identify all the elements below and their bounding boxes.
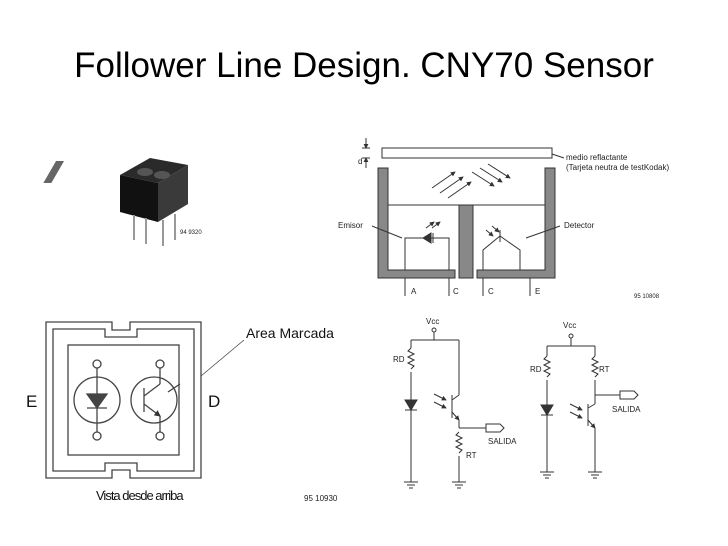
reflective-medium-label: medio reflactante — [566, 153, 628, 162]
right-pin-label: D — [208, 392, 220, 411]
circuit-a-vcc: Vcc — [426, 317, 439, 326]
circuit-a-rt: RT — [466, 451, 477, 460]
pin-label-c1: C — [453, 287, 459, 296]
photo-part-number: 94 9320 — [180, 230, 202, 236]
circuit-b-vcc: Vcc — [563, 321, 576, 330]
circuit-a — [404, 327, 505, 489]
left-pin-label: E — [26, 392, 37, 411]
circuit-b-rd: RD — [530, 365, 542, 374]
pin-label-e: E — [535, 287, 540, 296]
top-view-caption: Vista desde arriba — [96, 488, 184, 503]
emitter-label: Emisor — [338, 221, 363, 230]
top-view-diagram — [45, 321, 245, 479]
pin-label-a: A — [411, 287, 417, 296]
circuit-a-rd: RD — [393, 355, 405, 364]
slide-title: Follower Line Design. CNY70 Sensor — [74, 46, 654, 85]
detector-label: Detector — [564, 221, 595, 230]
circuit-b-rt: RT — [599, 365, 610, 374]
distance-label: d — [358, 157, 362, 166]
cross-section-diagram — [362, 138, 565, 296]
cross-section-figure-number: 95 10808 — [634, 294, 660, 300]
top-view-figure-number: 95 10930 — [304, 494, 338, 503]
reflective-medium-note: (Tarjeta neutra de testKodak) — [566, 163, 670, 172]
pin-label-c2: C — [488, 287, 494, 296]
circuit-b-output: SALIDA — [612, 405, 641, 414]
marked-area-label: Area Marcada — [246, 325, 334, 341]
sensor-photo — [43, 158, 188, 246]
circuit-a-output: SALIDA — [488, 437, 517, 446]
circuit-b — [540, 333, 639, 479]
